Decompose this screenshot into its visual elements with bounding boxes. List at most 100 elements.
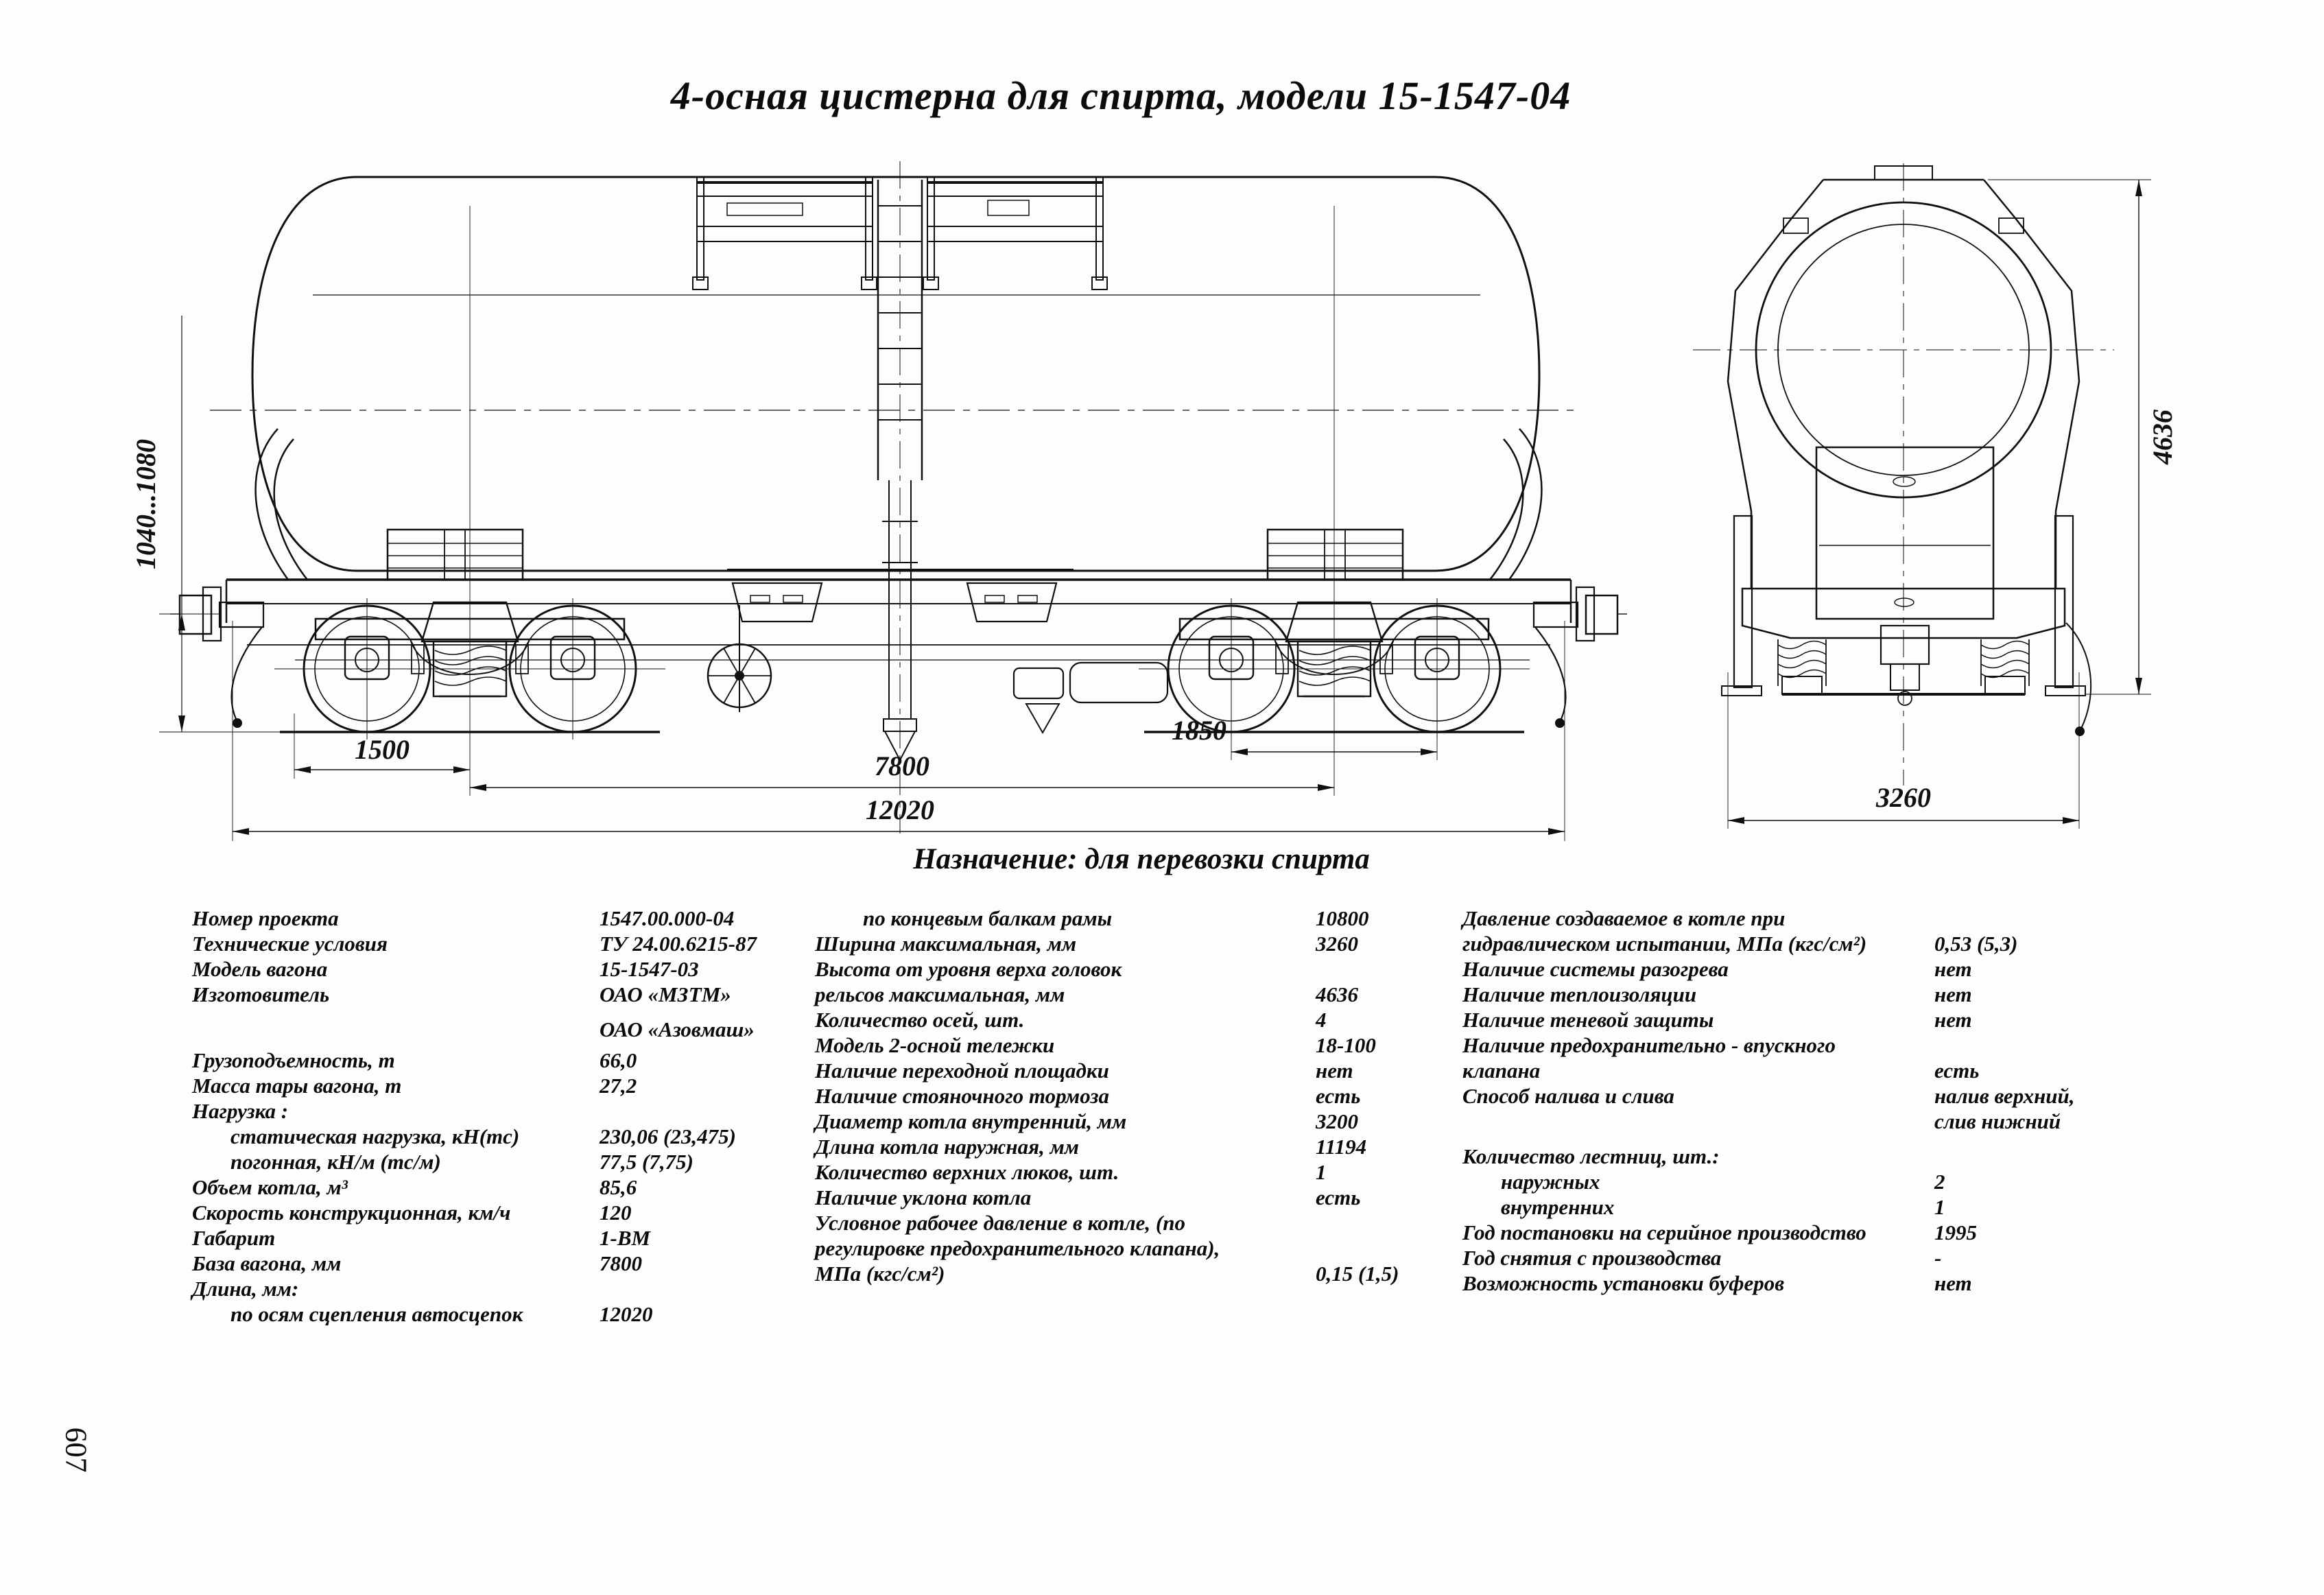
dim-lines-bottom: 1500 7800 1850 12020 <box>232 621 1565 841</box>
spec-row: погонная, кН/м (тс/м) 77,5 (7,75) <box>192 1149 809 1174</box>
spec-label: Длина, мм: <box>192 1277 299 1301</box>
spec-label: Ширина максимальная, мм <box>815 932 1077 956</box>
spec-label: Год постановки на серийное производство <box>1462 1220 1866 1244</box>
dim-coupler-height: 1040...1080 <box>130 316 295 733</box>
spec-value: 1 <box>1934 1195 1945 1219</box>
spec-value: 12020 <box>600 1302 653 1326</box>
spec-row: Условное рабочее давление в котле, (по <box>815 1210 1453 1236</box>
spec-label: гидравлическом испытании, МПа (кгс/см²) <box>1462 932 1867 956</box>
spec-value: 18-100 <box>1316 1033 1376 1057</box>
spec-value: слив нижний <box>1934 1109 2061 1133</box>
spec-row: Год постановки на серийное производство 1… <box>1462 1220 2286 1245</box>
spec-value: есть <box>1316 1185 1361 1209</box>
spec-label: Условное рабочее давление в котле, (по <box>815 1211 1185 1235</box>
center-ladder <box>727 161 1074 834</box>
spec-value: - <box>1934 1246 1942 1270</box>
top-platform <box>692 176 1108 290</box>
spec-value: нет <box>1934 1008 1972 1032</box>
spec-row: Длина, мм: <box>192 1276 809 1301</box>
spec-row: Год снятия с производства- <box>1462 1245 2286 1271</box>
spec-value: 77,5 (7,75) <box>600 1150 693 1174</box>
spec-label: Наличие теневой защиты <box>1462 1008 1714 1032</box>
spec-label: Наличие уклона котла <box>815 1185 1032 1209</box>
spec-row: Наличие предохранительно - впускного <box>1462 1032 2286 1058</box>
spec-value: ОАО «Азовмаш» <box>600 1017 755 1041</box>
spec-label: Наличие переходной площадки <box>815 1059 1109 1083</box>
spec-value: есть <box>1316 1084 1361 1108</box>
spec-row: слив нижний <box>1462 1109 2286 1134</box>
spec-label: по осям сцепления автосцепок <box>230 1302 523 1326</box>
spec-value: налив верхний, <box>1934 1084 2075 1108</box>
spec-row: Количество верхних люков, шт. 1 <box>815 1159 1453 1185</box>
spec-value: 230,06 (23,475) <box>600 1124 736 1148</box>
spec-row: Наличие теневой защиты нет <box>1462 1007 2286 1032</box>
spec-label: Наличие предохранительно - впускного <box>1462 1033 1836 1057</box>
spec-label: Давление создаваемое в котле при <box>1462 906 1786 930</box>
spec-row: Наличие стояночного тормоза есть <box>815 1083 1453 1109</box>
spec-label: Наличие системы разогрева <box>1462 957 1729 981</box>
dim-end-height: 4636 <box>1988 179 2178 695</box>
dim-end-width: 3260 <box>1727 672 2080 829</box>
spec-value: 0,15 (1,5) <box>1316 1262 1399 1286</box>
spec-label: погонная, кН/м (тс/м) <box>230 1150 441 1174</box>
spec-row: регулировке предохранительного клапана), <box>815 1236 1453 1261</box>
dim-label-7800: 7800 <box>875 751 929 781</box>
spec-value: нет <box>1934 957 1972 981</box>
spec-value: 1 <box>1316 1160 1327 1184</box>
spec-label: Изготовитель <box>192 982 330 1006</box>
spec-label: клапана <box>1462 1059 1541 1083</box>
spec-value: 1995 <box>1934 1220 1977 1244</box>
spec-label: МПа (кгс/см²) <box>815 1262 945 1286</box>
spec-label: Наличие стояночного тормоза <box>815 1084 1109 1108</box>
spec-label: внутренних <box>1501 1195 1615 1219</box>
spec-row: ОАО «Азовмаш» <box>192 1017 809 1042</box>
dim-label-3260: 3260 <box>1875 782 1931 813</box>
spec-label: Количество лестниц, шт.: <box>1462 1144 1720 1168</box>
spec-row: Способ налива и слива налив верхний, <box>1462 1083 2286 1109</box>
spec-value: 11194 <box>1316 1135 1367 1159</box>
spec-label: Объем котла, м³ <box>192 1175 348 1199</box>
dim-label-4636: 4636 <box>2147 410 2178 465</box>
spec-value: 4636 <box>1316 982 1358 1006</box>
page-number: 607 <box>59 1427 93 1473</box>
spec-value: 0,53 (5,3) <box>1934 932 2018 956</box>
spec-row: Высота от уровня верха головок <box>815 956 1453 982</box>
spec-label: Способ налива и слива <box>1462 1084 1674 1108</box>
purpose-subtitle: Назначение: для перевозки спирта <box>913 843 1370 875</box>
spec-label: Технические условия <box>192 932 388 956</box>
spec-label: Количество верхних люков, шт. <box>815 1160 1119 1184</box>
spec-label: Нагрузка : <box>192 1099 289 1123</box>
spec-row: по осям сцепления автосцепок 12020 <box>192 1301 809 1327</box>
spec-row: Нагрузка : <box>192 1098 809 1124</box>
spec-label: Масса тары вагона, т <box>192 1074 402 1098</box>
spec-label: Грузоподъемность, т <box>192 1048 395 1072</box>
spec-label: Номер проекта <box>192 906 339 930</box>
spec-label: статическая нагрузка, кН(тс) <box>230 1124 520 1148</box>
spec-value: 4 <box>1316 1008 1327 1032</box>
spec-label: Наличие теплоизоляции <box>1462 982 1697 1006</box>
dim-label-1500: 1500 <box>355 734 410 765</box>
spec-row: внутренних 1 <box>1462 1194 2286 1220</box>
handbrake-wheel <box>707 605 772 712</box>
spec-row: статическая нагрузка, кН(тс) 230,06 (23,4… <box>192 1124 809 1149</box>
spec-label: регулировке предохранительного клапана), <box>815 1236 1220 1260</box>
spec-row: МПа (кгс/см²) 0,15 (1,5) <box>815 1261 1453 1286</box>
